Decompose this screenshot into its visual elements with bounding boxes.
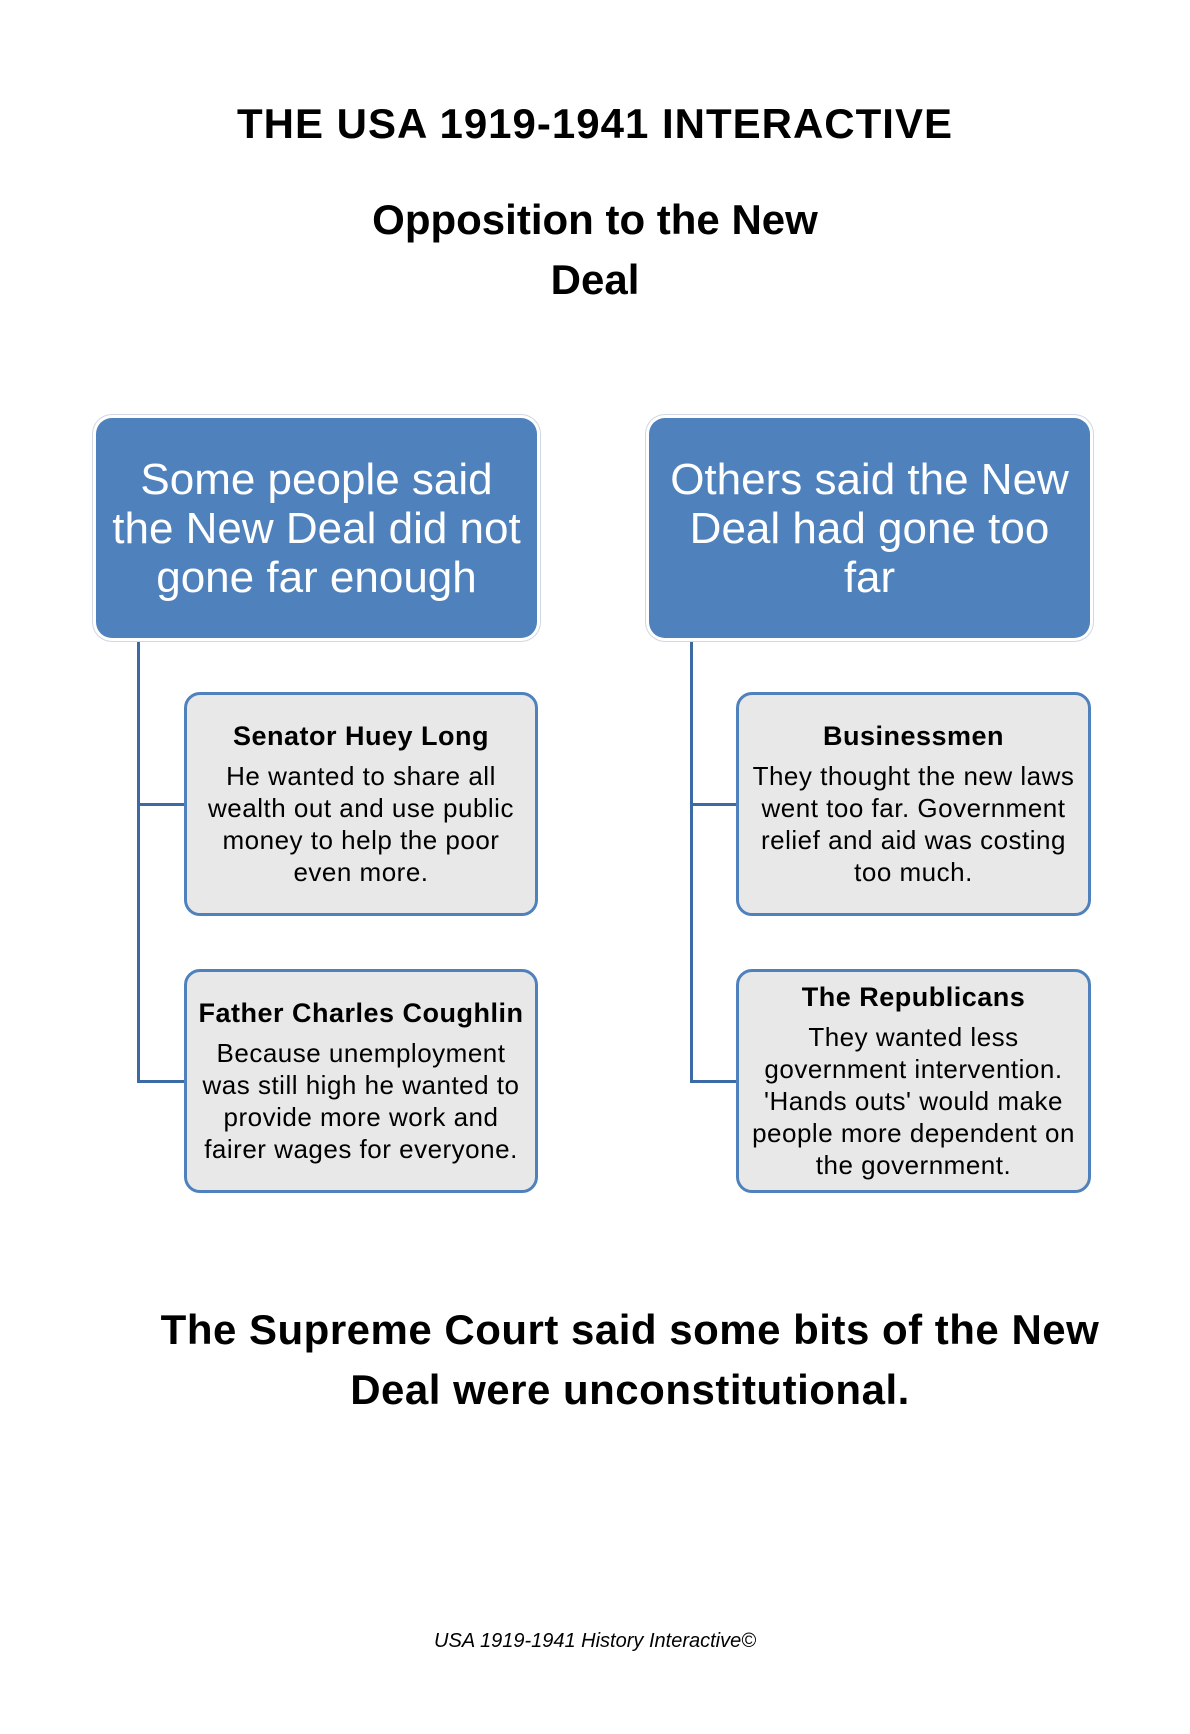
businessmen-body: They thought the new laws went too far. … [752,760,1075,887]
coughlin-box: Father Charles Coughlin Because unemploy… [184,969,538,1193]
huey-long-body: He wanted to share all wealth out and us… [208,760,514,887]
huey-long-title: Senator Huey Long [232,720,490,751]
left-connector-branch-1 [137,803,185,806]
left-heading-text: Some people said the New Deal did not go… [112,454,521,602]
republicans-box: The Republicans They wanted less governm… [736,969,1091,1193]
coughlin-title: Father Charles Coughlin [198,997,524,1028]
right-connector-branch-2 [690,1080,738,1083]
huey-long-box: Senator Huey Long He wanted to share all… [184,692,538,916]
republicans-title: The Republicans [801,981,1026,1012]
businessmen-box: Businessmen They thought the new laws we… [736,692,1091,916]
left-heading-box: Some people said the New Deal did not go… [96,418,537,638]
conclusion-text: The Supreme Court said some bits of the … [160,1306,1100,1413]
page-subtitle: Opposition to the New Deal [372,196,818,303]
right-connector-vertical [690,638,693,1083]
republicans-body: They wanted less government intervention… [752,1021,1075,1180]
businessmen-title: Businessmen [822,720,1005,751]
footer-copyright: USA 1919-1941 History Interactive© [434,1630,756,1652]
document-title: THE USA 1919-1941 INTERACTIVE [237,100,953,147]
right-heading-box: Others said the New Deal had gone too fa… [649,418,1090,638]
coughlin-body: Because unemployment was still high he w… [202,1037,520,1164]
left-connector-branch-2 [137,1080,185,1083]
left-connector-vertical [137,638,140,1083]
right-connector-branch-1 [690,803,738,806]
right-heading-text: Others said the New Deal had gone too fa… [670,454,1069,602]
